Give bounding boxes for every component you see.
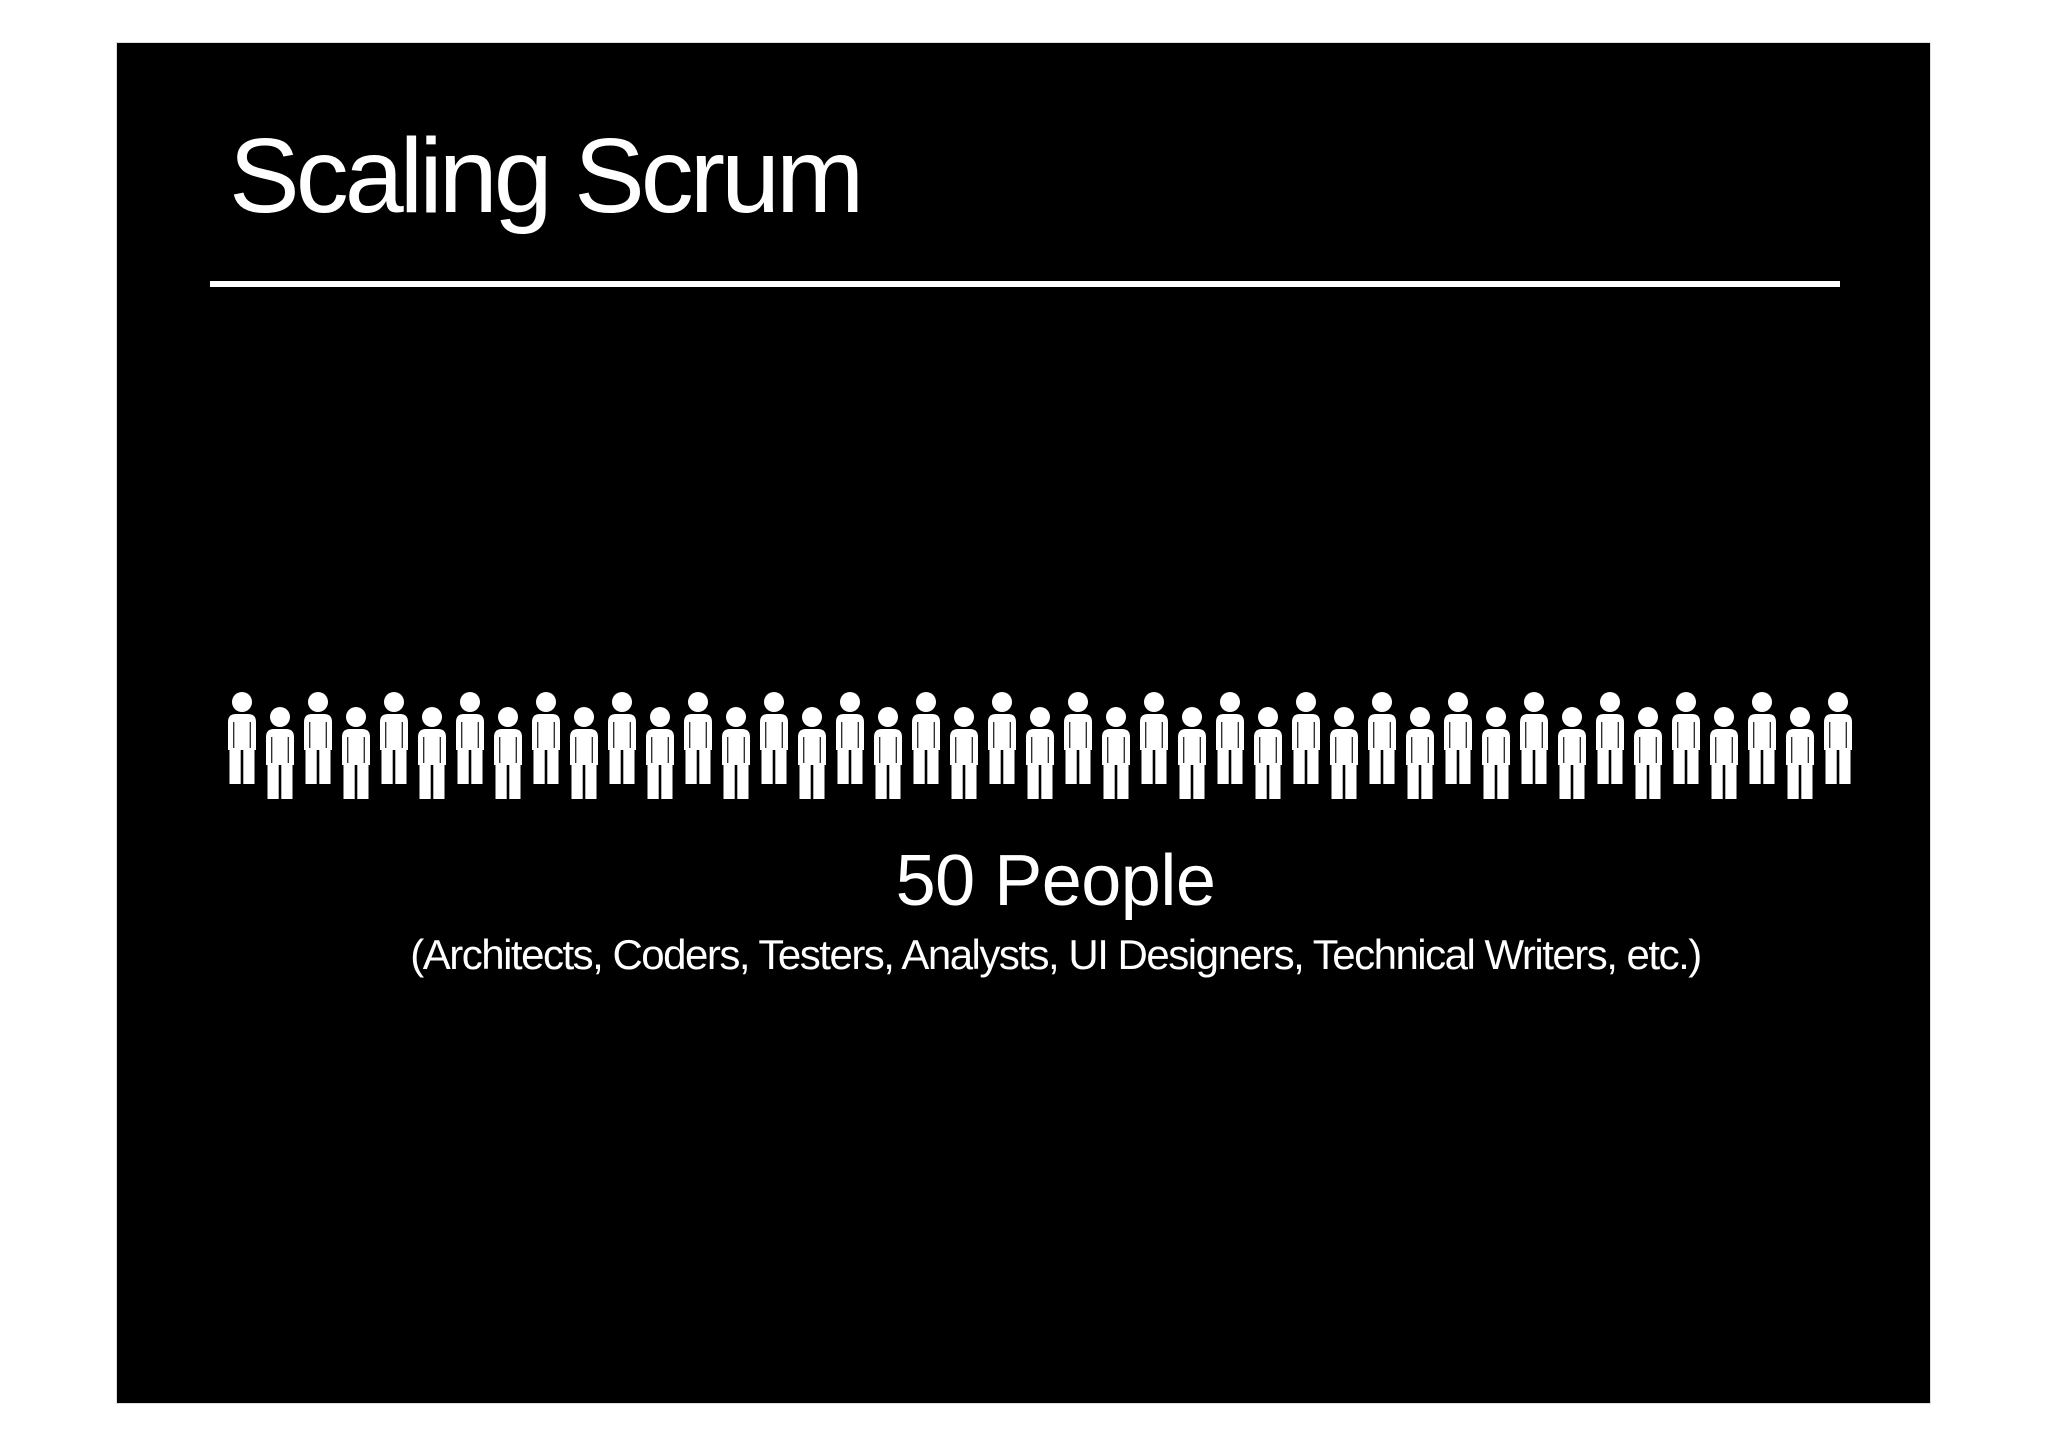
person-icon <box>455 692 485 784</box>
person-icon <box>949 707 979 799</box>
people-roles-label: (Architects, Coders, Testers, Analysts, … <box>410 931 1702 978</box>
person-icon <box>683 692 713 784</box>
person-icon <box>607 692 637 784</box>
people-count-label: 50 People <box>895 841 1216 921</box>
person-icon <box>987 692 1017 784</box>
person-icon <box>531 692 561 784</box>
slide: Scaling Scrum 50 People (Architects, Cod… <box>116 42 1931 1404</box>
people-row <box>227 692 1853 799</box>
person-icon <box>1367 692 1397 784</box>
person-icon <box>1519 692 1549 784</box>
person-icon <box>1671 692 1701 784</box>
person-icon <box>1709 707 1739 799</box>
person-icon <box>303 692 333 784</box>
person-icon <box>1139 692 1169 784</box>
person-icon <box>265 707 295 799</box>
person-icon <box>341 707 371 799</box>
person-icon <box>1481 707 1511 799</box>
person-icon <box>1557 707 1587 799</box>
person-icon <box>417 707 447 799</box>
person-icon <box>493 707 523 799</box>
person-icon <box>721 707 751 799</box>
person-icon <box>1823 692 1853 784</box>
person-icon <box>911 692 941 784</box>
person-icon <box>227 692 257 784</box>
person-icon <box>759 692 789 784</box>
person-icon <box>569 707 599 799</box>
title-divider <box>210 281 1840 287</box>
person-icon <box>1747 692 1777 784</box>
person-icon <box>1329 707 1359 799</box>
person-icon <box>1177 707 1207 799</box>
person-icon <box>1785 707 1815 799</box>
person-icon <box>1405 707 1435 799</box>
person-icon <box>1215 692 1245 784</box>
person-icon <box>1063 692 1093 784</box>
person-icon <box>379 692 409 784</box>
person-icon <box>873 707 903 799</box>
person-icon <box>1025 707 1055 799</box>
person-icon <box>1253 707 1283 799</box>
slide-title: Scaling Scrum <box>229 117 864 235</box>
person-icon <box>1443 692 1473 784</box>
person-icon <box>645 707 675 799</box>
person-icon <box>1101 707 1131 799</box>
person-icon <box>1595 692 1625 784</box>
person-icon <box>1633 707 1663 799</box>
person-icon <box>1291 692 1321 784</box>
person-icon <box>835 692 865 784</box>
person-icon <box>797 707 827 799</box>
